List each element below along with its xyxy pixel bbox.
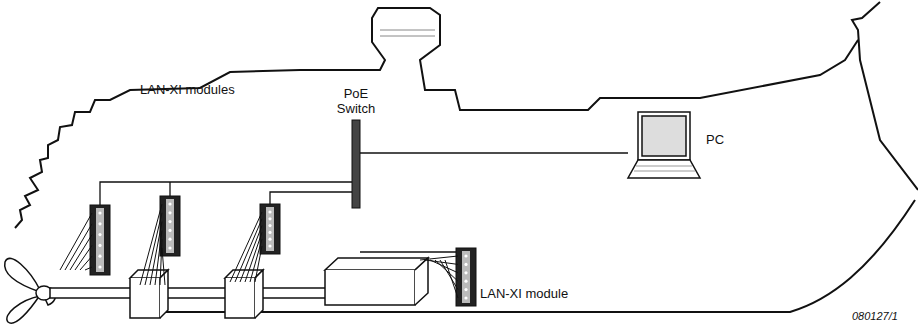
sensor-cable <box>70 235 92 270</box>
connector-dot <box>98 265 101 268</box>
gearbox <box>325 258 428 305</box>
connector-dot <box>168 202 171 205</box>
sensor-cable <box>250 239 262 282</box>
lan-xi-module <box>456 248 476 306</box>
sensor-cable <box>162 248 165 285</box>
sensor-cable <box>80 256 92 270</box>
sensor-cable <box>440 260 458 290</box>
sensor-cable <box>60 213 92 270</box>
connector-dot <box>464 263 467 266</box>
connector-dot <box>168 238 171 241</box>
sensor-cable <box>150 222 162 285</box>
lan-xi-module: LAN-XI module <box>456 248 476 306</box>
connector-dot <box>98 233 101 236</box>
connector-dot <box>168 229 171 232</box>
sensor-cable <box>65 224 92 270</box>
connector-dot <box>98 255 101 258</box>
lan-xi-module <box>160 196 180 256</box>
sensor-cable <box>145 213 162 285</box>
connector-dot <box>98 222 101 225</box>
poe-switch: PoE Switch <box>352 120 360 208</box>
sensor-cable <box>235 219 262 282</box>
network-cable <box>100 182 352 205</box>
figure-number: 080127/1 <box>852 309 898 324</box>
connector-dot <box>464 271 467 274</box>
node-label: LAN-XI module <box>480 286 568 301</box>
network-cable <box>360 153 628 154</box>
lan-xi-module <box>90 205 110 275</box>
sensor-cable <box>85 267 92 270</box>
sensor-cable <box>445 260 458 298</box>
connector-dot <box>168 211 171 214</box>
shaft <box>50 288 330 298</box>
ship-outline <box>15 2 918 312</box>
funnel-band <box>380 30 435 36</box>
sensor-cable <box>245 232 262 282</box>
connector-dot <box>268 231 271 234</box>
switch-bar <box>352 120 360 208</box>
sensor-cable <box>160 239 162 285</box>
lan-xi-module <box>260 204 280 254</box>
connector-dot <box>268 217 271 220</box>
group-label: LAN-XI modules <box>140 82 235 97</box>
connector-dot <box>268 210 271 213</box>
sensor-cable <box>255 246 262 282</box>
module-panel <box>166 199 174 253</box>
sensor-cable <box>230 212 262 282</box>
connector-dot <box>464 280 467 283</box>
module-panel <box>96 208 104 272</box>
sensor-cable <box>155 230 162 285</box>
connector-dot <box>98 211 101 214</box>
sensor-cable <box>240 226 262 282</box>
connector-dot <box>464 288 467 291</box>
propeller <box>5 258 56 323</box>
network-cable <box>360 252 456 253</box>
laptop-icon <box>628 112 700 178</box>
shaft-bearing <box>130 270 263 318</box>
connector-dot <box>464 296 467 299</box>
node-label: PC <box>706 132 724 147</box>
module-panel <box>462 251 470 303</box>
connector-dot <box>268 238 271 241</box>
connector-dot <box>98 244 101 247</box>
connector-dot <box>268 224 271 227</box>
sensor-cable <box>420 256 458 260</box>
connector-dot <box>168 220 171 223</box>
module-panel <box>266 207 274 251</box>
pc: PC <box>628 112 700 178</box>
connector-dot <box>168 246 171 249</box>
sensor-cable <box>140 204 162 285</box>
sensor-cable <box>75 245 92 270</box>
node-label: PoE Switch <box>331 86 381 116</box>
connector-dot <box>464 254 467 257</box>
connector-dot <box>268 244 271 247</box>
